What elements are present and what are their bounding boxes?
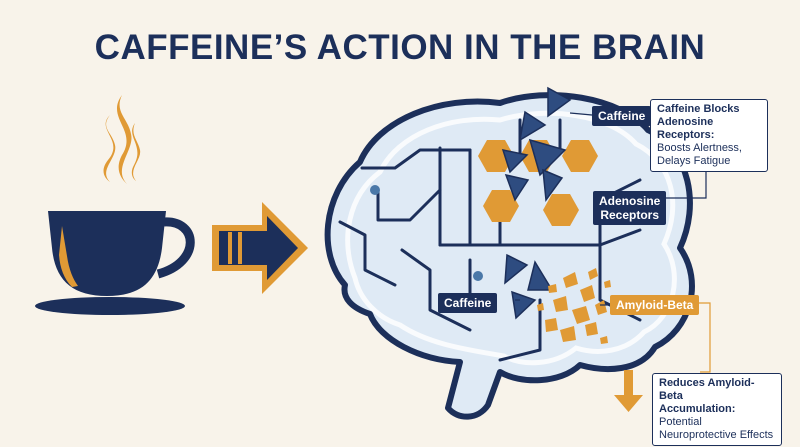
callout-bottom-line2-bold: Accumulation: bbox=[659, 403, 736, 415]
callout-top-line3: Boosts Alertness, bbox=[657, 142, 742, 154]
callout-bottom-line3: Neuroprotective Effects bbox=[659, 429, 774, 441]
callout-top-line1: Caffeine Blocks bbox=[657, 103, 740, 115]
adenosine-label-line1: Adenosine bbox=[599, 194, 661, 208]
page-title: CAFFEINE’S ACTION IN THE BRAIN bbox=[94, 28, 706, 67]
adenosine-receptors-label: Adenosine Receptors bbox=[593, 191, 667, 225]
callout-adenosine-block: Caffeine Blocks Adenosine Receptors: Boo… bbox=[650, 99, 768, 172]
callout-bottom-line2-rest: Potential bbox=[659, 416, 702, 428]
caffeine-label-top: Caffeine bbox=[592, 106, 652, 126]
coffee-cup-icon bbox=[35, 211, 195, 315]
callout-amyloid-reduction: Reduces Amyloid-Beta Accumulation: Poten… bbox=[652, 373, 782, 446]
callout-top-line2: Adenosine Receptors: bbox=[657, 116, 715, 141]
amyloid-fragment-icon bbox=[537, 268, 611, 344]
caffeine-label-bottom: Caffeine bbox=[438, 293, 498, 313]
caffeine-molecule-icon bbox=[501, 86, 572, 203]
callout-top-line4: Delays Fatigue bbox=[657, 155, 731, 167]
steam-icon bbox=[103, 95, 141, 184]
right-arrow-icon bbox=[212, 202, 308, 294]
adenosine-label-line2: Receptors bbox=[600, 208, 660, 222]
down-arrow-icon bbox=[614, 370, 643, 412]
callout-bottom-line1: Reduces Amyloid-Beta bbox=[659, 377, 755, 402]
amyloid-beta-label: Amyloid-Beta bbox=[610, 295, 700, 315]
callout-bottom-line2: Accumulation: Potential bbox=[659, 403, 775, 429]
